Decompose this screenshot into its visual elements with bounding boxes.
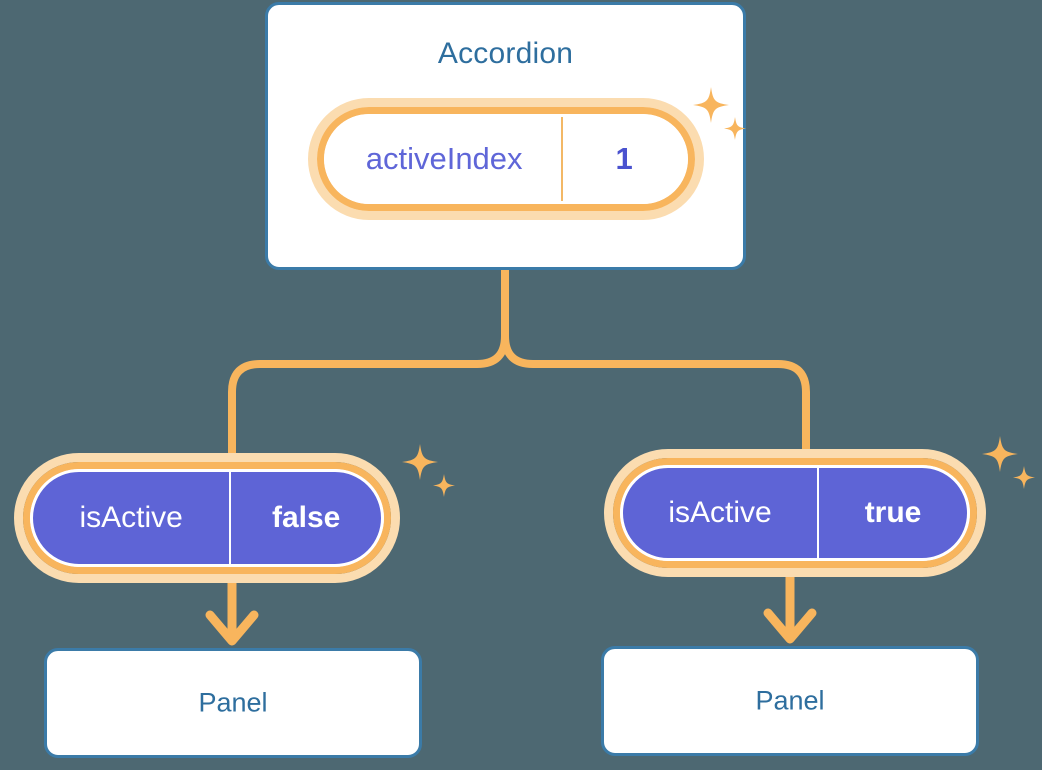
prop-pill-body: isActive false	[30, 469, 384, 567]
state-pill-key: activeIndex	[327, 117, 564, 201]
prop-pill-isactive-false[interactable]: isActive false	[14, 453, 400, 583]
prop-pill-key: isActive	[33, 472, 232, 564]
prop-pill-value: false	[271, 501, 341, 534]
prop-pill-body: isActive true	[620, 465, 970, 561]
page-title: Accordion	[437, 37, 574, 70]
prop-pill-key: isActive	[623, 468, 820, 558]
prop-pill-ring: isActive false	[23, 462, 391, 574]
arrow-down-icon	[205, 583, 259, 646]
state-pill-activeindex[interactable]: activeIndex 1	[308, 98, 704, 220]
sparkles-icon	[982, 436, 1035, 489]
state-pill-ring: activeIndex 1	[317, 107, 695, 211]
panel-title: Panel	[755, 685, 825, 716]
sparkles-icon	[402, 444, 455, 497]
panel-card-right[interactable]: Panel	[601, 646, 979, 756]
arrow-down-icon	[763, 577, 817, 644]
connector-left	[228, 266, 509, 457]
panel-title: Panel	[198, 687, 268, 718]
state-pill-value: 1	[615, 141, 633, 176]
panel-card-left[interactable]: Panel	[44, 648, 422, 758]
prop-pill-ring: isActive true	[613, 458, 977, 568]
prop-pill-value: true	[864, 496, 922, 529]
prop-pill-isactive-true[interactable]: isActive true	[604, 449, 986, 577]
connector-right	[501, 266, 810, 453]
state-pill-body: activeIndex 1	[324, 114, 688, 204]
